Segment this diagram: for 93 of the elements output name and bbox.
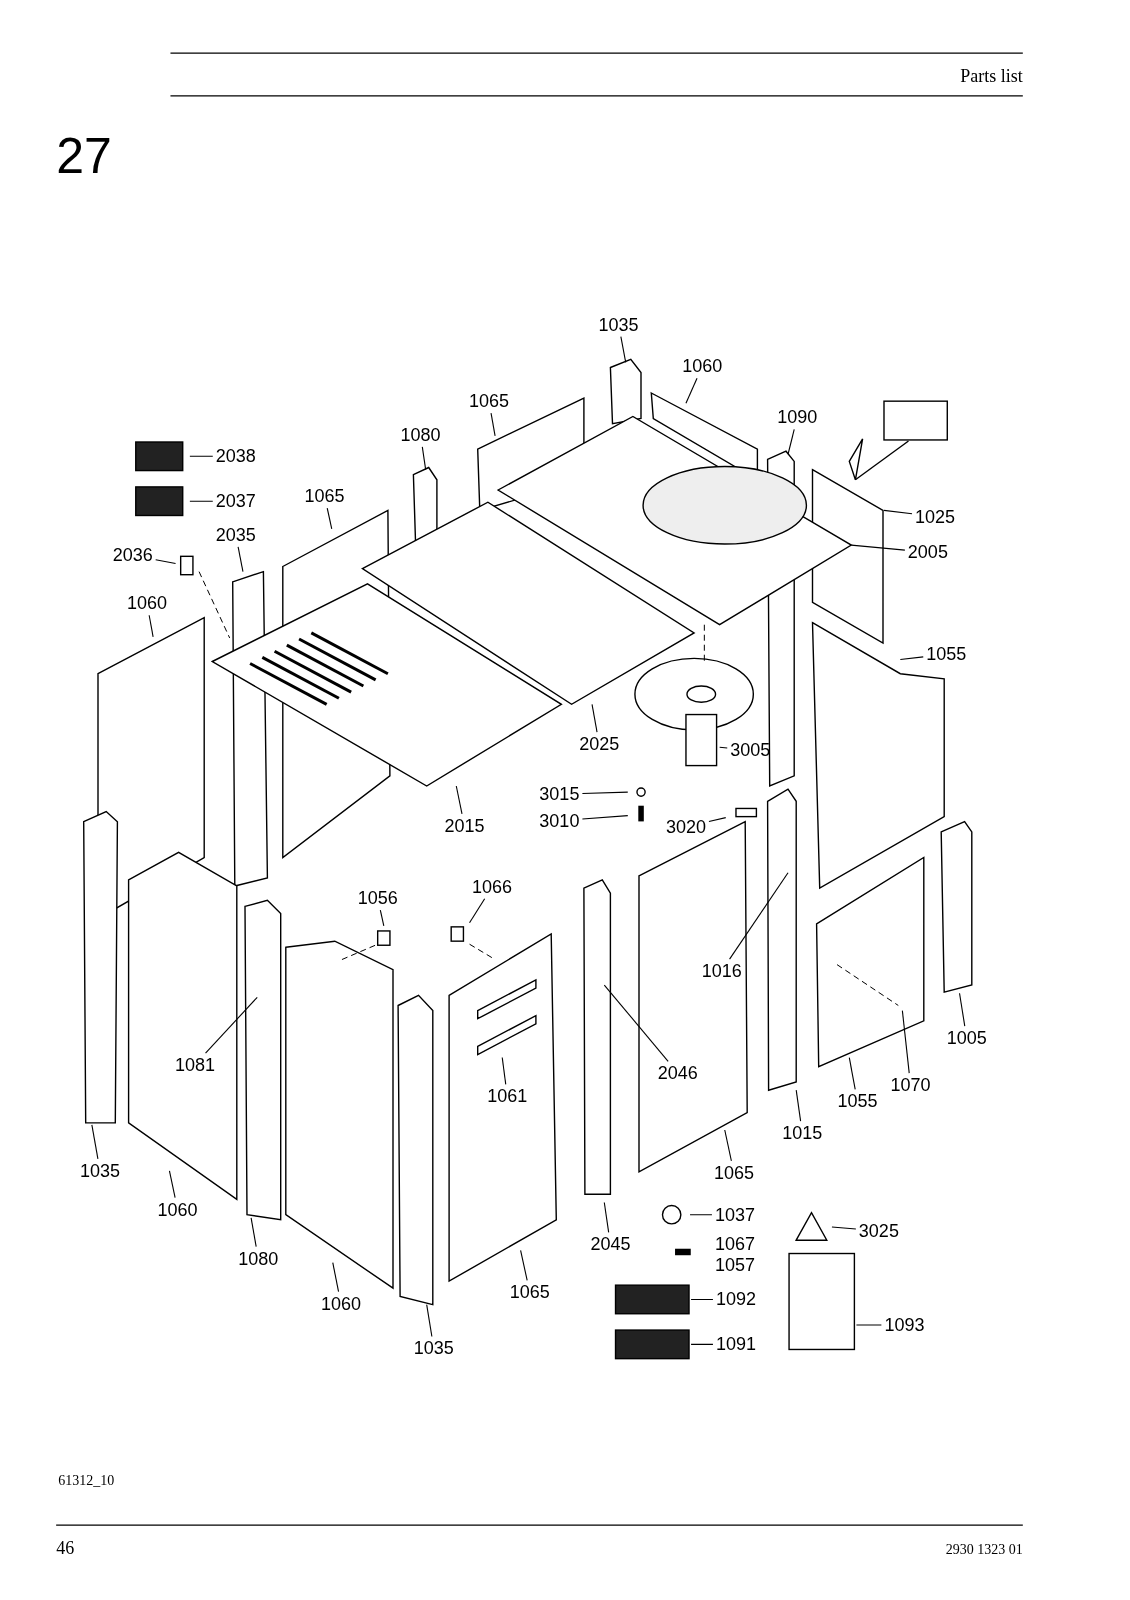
callout-number: 1067 bbox=[713, 1234, 756, 1255]
leader-line bbox=[603, 1201, 610, 1233]
leader-line bbox=[603, 984, 669, 1062]
callout-number: 1061 bbox=[486, 1086, 529, 1107]
leader-line bbox=[379, 909, 385, 927]
callout-number: 2035 bbox=[214, 524, 257, 545]
leader-line bbox=[719, 746, 728, 749]
callout-number: 1035 bbox=[412, 1338, 455, 1359]
leader-line bbox=[620, 336, 627, 363]
callout-number: 3015 bbox=[538, 784, 581, 805]
callout-number: 2025 bbox=[578, 734, 621, 755]
callout-number: 1060 bbox=[319, 1293, 362, 1314]
leader-line bbox=[591, 703, 598, 733]
leader-line bbox=[959, 992, 966, 1027]
callout-number: 3005 bbox=[729, 740, 772, 761]
callout-number: 2015 bbox=[443, 815, 486, 836]
leader-line bbox=[690, 1298, 714, 1300]
leader-line bbox=[189, 455, 214, 457]
callout-number: 1055 bbox=[836, 1091, 879, 1112]
callout-number: 1092 bbox=[714, 1289, 757, 1310]
callout-number: 1056 bbox=[356, 888, 399, 909]
callout-number: 3025 bbox=[857, 1221, 900, 1242]
callout-number: 1037 bbox=[713, 1204, 756, 1225]
leader-line bbox=[848, 1056, 856, 1090]
callout-number: 1060 bbox=[156, 1199, 199, 1220]
callout-number: 1065 bbox=[303, 486, 346, 507]
leader-line bbox=[250, 1217, 257, 1248]
leader-line bbox=[689, 1214, 713, 1216]
callout-number: 1080 bbox=[237, 1248, 280, 1269]
leader-line bbox=[899, 656, 924, 660]
leader-line bbox=[189, 500, 214, 502]
callout-number: 1065 bbox=[712, 1162, 755, 1183]
leader-line bbox=[795, 1089, 802, 1122]
callout-number: 1090 bbox=[776, 407, 819, 428]
leader-line bbox=[237, 546, 244, 573]
callout-number: 1060 bbox=[681, 356, 724, 377]
leader-line bbox=[155, 559, 177, 564]
leader-line bbox=[787, 428, 795, 455]
leader-line bbox=[421, 446, 427, 471]
leader-line bbox=[581, 815, 629, 820]
leader-line bbox=[501, 1056, 507, 1085]
callout-number: 1025 bbox=[914, 506, 957, 527]
callout-number: 1015 bbox=[781, 1123, 824, 1144]
callout-number: 3010 bbox=[538, 810, 581, 831]
leader-line bbox=[205, 996, 258, 1054]
callout-number: 1070 bbox=[889, 1075, 932, 1096]
callout-number: 1081 bbox=[173, 1054, 216, 1075]
callout-number: 1060 bbox=[125, 593, 168, 614]
callout-number: 2045 bbox=[589, 1234, 632, 1255]
leader-line bbox=[855, 1324, 882, 1326]
leader-line bbox=[91, 1124, 99, 1160]
leader-line bbox=[850, 544, 906, 551]
document-number: 2930 1323 01 bbox=[945, 1543, 1023, 1558]
callout-number: 1093 bbox=[883, 1314, 926, 1335]
leader-line bbox=[831, 1226, 857, 1230]
leader-line bbox=[883, 509, 913, 515]
leader-line bbox=[455, 785, 463, 815]
callout-number: 1005 bbox=[945, 1028, 988, 1049]
callout-number: 1057 bbox=[713, 1254, 756, 1275]
callout-number: 1065 bbox=[467, 391, 510, 412]
callout-number: 1065 bbox=[508, 1282, 551, 1303]
leader-line bbox=[708, 817, 727, 823]
callout-number: 2036 bbox=[111, 545, 154, 566]
leader-line bbox=[520, 1249, 528, 1281]
callout-number: 1055 bbox=[925, 644, 968, 665]
callout-number: 2005 bbox=[906, 542, 949, 563]
callout-number: 1091 bbox=[714, 1334, 757, 1355]
leader-line bbox=[469, 898, 486, 924]
leader-line bbox=[148, 614, 154, 638]
leader-line bbox=[426, 1304, 433, 1337]
callout-number: 1016 bbox=[700, 960, 743, 981]
callout-number: 1035 bbox=[597, 314, 640, 335]
leader-line bbox=[685, 377, 698, 404]
leader-line bbox=[326, 507, 333, 530]
section-number: 27 bbox=[56, 130, 112, 181]
callout-number: 2037 bbox=[214, 491, 257, 512]
leader-line bbox=[729, 872, 789, 960]
callout-number: 1035 bbox=[79, 1160, 122, 1181]
leader-line bbox=[490, 412, 496, 437]
page-number: 46 bbox=[56, 1539, 75, 1558]
header-text: Parts list bbox=[960, 67, 1023, 86]
leader-line bbox=[581, 791, 629, 794]
leader-line bbox=[332, 1262, 340, 1293]
drawing-number: 61312_10 bbox=[58, 1474, 115, 1488]
callout-number: 2046 bbox=[656, 1062, 699, 1083]
leader-line bbox=[901, 1010, 910, 1074]
leader-line bbox=[690, 1343, 714, 1345]
leader-line bbox=[168, 1170, 176, 1199]
callout-number: 3020 bbox=[664, 816, 707, 837]
leader-line bbox=[724, 1129, 732, 1162]
callout-number: 1080 bbox=[399, 424, 442, 445]
callout-number: 1066 bbox=[471, 877, 513, 898]
callout-number: 2038 bbox=[214, 446, 257, 467]
